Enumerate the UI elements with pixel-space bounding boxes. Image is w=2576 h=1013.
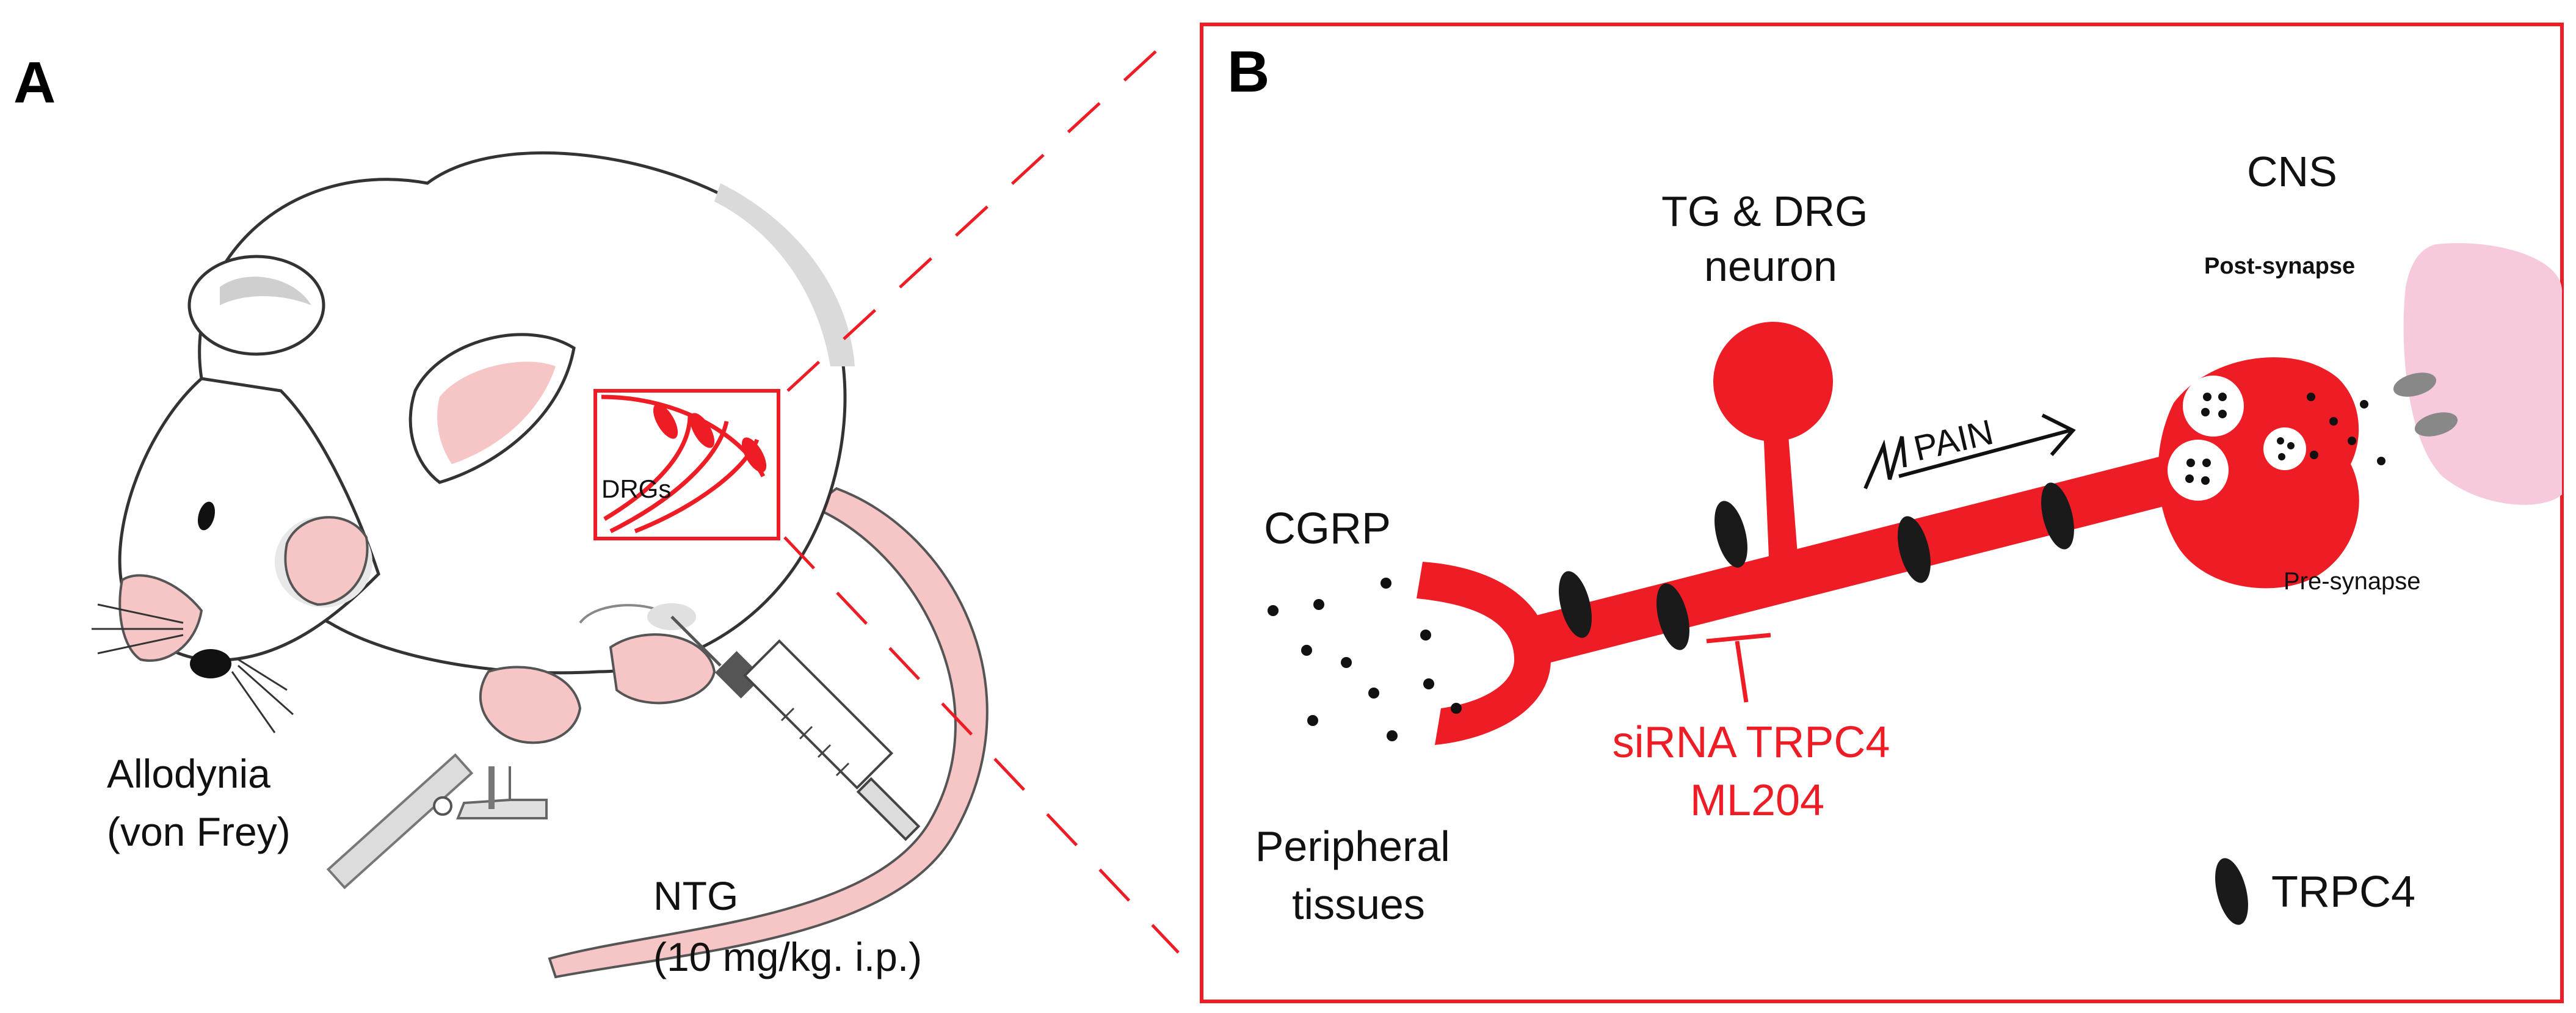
mouse-cheek-ear [284,516,369,606]
trpc4-channels [1559,482,2074,650]
pain-arrow-shaft [1898,429,2070,478]
synaptic-vesicles [2168,376,2306,501]
mouse-nose [190,649,231,678]
pre-synapse-label: Pre-synapse [2284,568,2421,595]
peripheral-terminal [1417,562,1551,745]
drg-inset-box [593,389,780,540]
mouse-front-foot [479,666,582,744]
lightning-bolt-icon [1863,436,1907,490]
synaptic-vesicle [2168,440,2229,501]
mouse-back-shade [714,183,855,366]
axon [1526,453,2186,666]
syringe-needle [670,615,722,667]
drg-ganglion [653,404,678,439]
allodynia-label: Allodynia (von Frey) [107,751,291,854]
post-synapse-receptor [2414,412,2458,437]
panel-b-letter: B [1227,39,1269,104]
legend-trpc4-icon [2215,858,2248,925]
syringe-plunger [856,777,921,841]
legend-trpc4-label: TRPC4 [2271,868,2415,917]
trpc4-channel [1656,583,1689,650]
pain-signal-arrow: PAIN [1863,412,2076,490]
syringe [670,615,921,841]
inhibitor-label: siRNA TRPC4 ML204 [1613,718,1903,825]
von-frey-joint [433,796,452,816]
inhibition-symbol [1706,633,1771,703]
ntg-label: NTG (10 mg/kg. i.p.) [653,873,922,979]
peripheral-tissues-label: Peripheral tissues [1255,822,1462,928]
post-synapse-label: Post-synapse [2204,253,2355,279]
panel-a-letter: A [13,50,56,115]
mouse-hind-foot [609,633,716,705]
drg-label: DRGs [601,474,671,503]
legend: TRPC4 [2215,858,2415,925]
soma-stalk [1763,427,1798,571]
mouse-eye [197,501,216,531]
synaptic-vesicle [2183,376,2244,437]
mouse-back-ear-shade [220,277,311,305]
trpc4-channel [1559,571,1592,638]
trpc4-channel [2041,482,2074,550]
von-frey-filament [326,753,548,890]
mouse-front-ear-inner [437,361,556,464]
drg-ganglion [689,413,715,448]
zoom-line-top [786,29,1180,392]
mouse-tail [548,487,989,979]
drg-inset: DRGs [593,389,780,540]
trpc4-channel [1714,501,1747,568]
synaptic-vesicle [2263,427,2306,470]
zoom-lines [783,29,1180,954]
cleft-molecules [2307,393,2386,465]
post-synapse-cell [2403,243,2563,505]
cns-label: CNS [2247,148,2337,195]
syringe-markings [780,707,850,777]
post-synapse-receptor [2393,372,2437,397]
trpc4-channel [1898,516,1931,583]
von-frey-tip [488,766,495,809]
mouse-back-ear [187,255,325,356]
mouse-whiskers [92,603,294,733]
mouse-illustration [92,151,989,979]
zoom-line-bottom [783,536,1180,954]
cgrp-label: CGRP [1264,504,1391,553]
pain-arrow-head [2041,413,2076,456]
syringe-barrel [742,639,894,790]
cgrp-dots [1268,578,1462,741]
neuron-label: TG & DRG neuron [1661,187,1880,290]
neuron-soma [1713,322,1833,441]
drg-ganglion [741,437,767,473]
syringe-hub [715,651,763,699]
drg-ganglia [653,404,767,473]
